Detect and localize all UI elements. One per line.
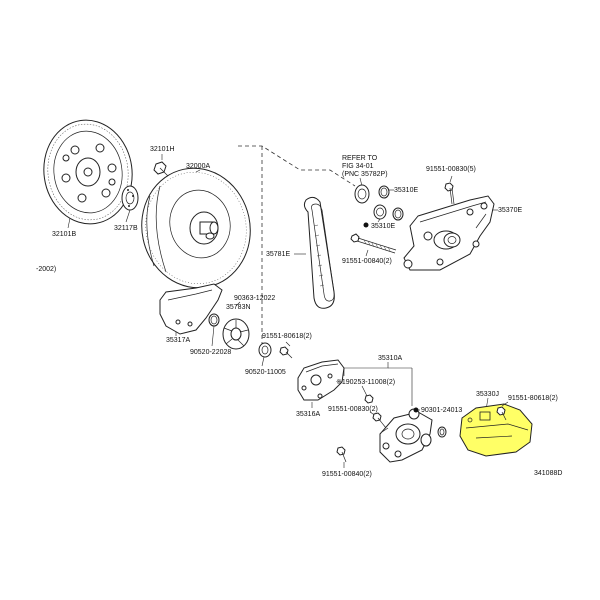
torque-converter[interactable] [131,158,262,298]
refer-note-line3: (PNC 35782P) [342,171,388,178]
new-part-marker-icon-pump [413,407,419,413]
label-190253-11008: ※190253-11008(2) [336,379,395,386]
oil-strainer-35330j[interactable] [459,403,533,457]
label-35310e-lower: 35310E [371,223,395,230]
washer-90520-11005[interactable] [258,342,272,358]
label-90301-24013: 90301-24013 [421,407,462,414]
figure-id: 341088D [534,470,562,477]
label-35370e: 35370E [498,207,522,214]
label-91551-00840-2-lower: 91551-00840(2) [322,471,372,478]
o-ring-35310e-upper[interactable] [378,185,390,199]
pump-bolt-lower[interactable] [372,412,387,429]
label-35317a: 35317A [166,337,190,344]
label-35310a: 35310A [378,355,402,362]
oil-pump-cover-35316a[interactable] [297,359,345,401]
new-part-marker-icon [363,222,369,228]
refer-note-line2: FIG 34-01 [342,163,374,170]
strainer-highlight [459,403,533,457]
sprocket-35783n[interactable] [222,318,250,350]
label-35330j: 35330J [476,391,499,398]
label-flywheel: 32101B [52,231,76,238]
drive-chain-35781e[interactable] [303,196,335,309]
label-91551-00830-2: 91551-00830(2) [328,406,378,413]
o-ring-35310e-lower-a[interactable] [373,204,387,220]
label-32101h: 32101H [150,146,175,153]
label-35781e: 35781E [266,251,290,258]
pump-bolt-upper[interactable] [364,394,374,404]
bolt-91551-00840-2-upper[interactable] [350,233,397,254]
transfer-bracket-35370e[interactable] [403,195,495,271]
cover-35317a[interactable] [159,283,223,335]
bolt-91551-80618-2-right[interactable] [496,406,507,421]
flywheel-drive-plate[interactable] [37,114,139,229]
label-90363-12022: 90363-12022 [234,295,275,302]
label-year-note: -2002) [36,266,56,273]
o-ring-35310e-lower-b[interactable] [392,207,404,221]
label-35783n: 35783N [226,304,251,311]
label-32000a: 32000A [186,163,210,170]
label-91551-00830-5: 91551-00830(5) [426,166,476,173]
spacer-plate-32117b[interactable] [121,185,139,211]
snap-ring-90520-22028[interactable] [208,313,220,327]
oil-seal[interactable] [354,184,370,204]
bolt-91551-00830-5[interactable] [444,182,455,205]
bolt-91551-00840-2-lower[interactable] [336,446,347,463]
label-91551-00840-2-upper: 91551-00840(2) [342,258,392,265]
bolt-91551-80618-2-mid[interactable] [279,346,293,359]
oil-pump-35310a[interactable] [379,408,433,463]
label-90520-11005: 90520-11005 [245,369,286,376]
label-91551-80618-2-mid: 91551-80618(2) [262,333,312,340]
label-35310e-upper: 35310E [394,187,418,194]
label-32117b: 32117B [114,225,138,232]
label-91551-80618-2-right: 91551-80618(2) [508,395,558,402]
seal-ring-small[interactable] [437,426,447,438]
assembly-reference-line [238,145,356,187]
label-35316a: 35316A [296,411,320,418]
label-90520-22028: 90520-22028 [190,349,231,356]
refer-note-line1: REFER TO [342,155,378,162]
